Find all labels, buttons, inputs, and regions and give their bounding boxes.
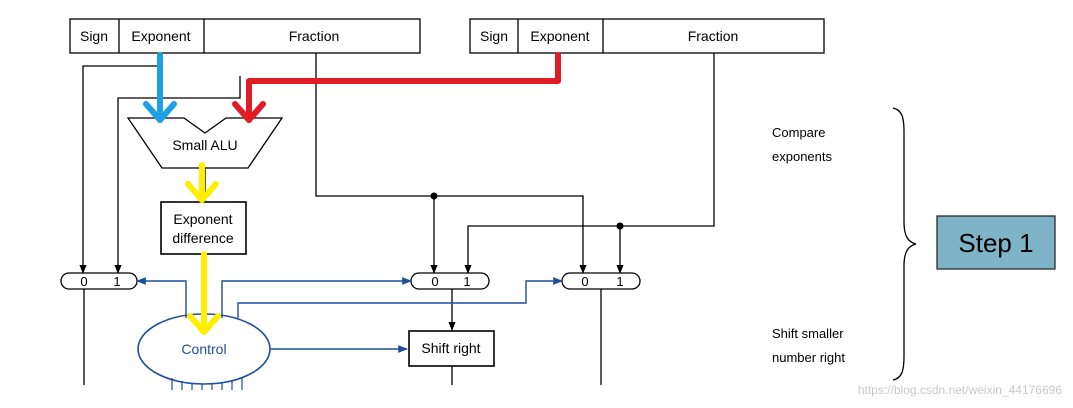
annotation-compare-line1: Compare: [772, 125, 825, 140]
control-to-mux-left: [136, 277, 187, 318]
register-b-exponent: Exponent: [530, 28, 589, 44]
register-b: Sign Exponent Fraction: [469, 18, 825, 54]
step-box: Step 1: [936, 215, 1056, 270]
wire-fraction-b: [464, 53, 715, 274]
watermark-text: https://blog.csdn.net/weixin_44176696: [858, 383, 1062, 397]
wire-exp-a-to-mux-left-0: [79, 65, 158, 274]
annotation-compare-line2: exponents: [772, 149, 832, 164]
annotation-shift-line2: number right: [772, 350, 845, 365]
exponent-difference-line2: difference: [172, 230, 233, 246]
mux-middle: 0 1: [410, 272, 490, 290]
mux-left-in0: 0: [80, 274, 87, 289]
mux-right: 0 1: [561, 272, 641, 290]
register-b-sign: Sign: [480, 28, 508, 44]
difference-arrow-top: [185, 162, 219, 203]
mux-right-in0: 0: [581, 274, 588, 289]
exponent-difference-line1: Exponent: [173, 211, 232, 227]
shift-right-box: Shift right: [408, 330, 495, 367]
mux-middle-in1: 1: [463, 274, 470, 289]
difference-arrow-bottom: [187, 251, 221, 335]
exponent-difference-box: Exponent difference: [160, 201, 247, 255]
annotation-shift-line1: Shift smaller: [772, 326, 844, 341]
shift-right-label: Shift right: [421, 340, 480, 356]
wire-exp-b-to-mux-left-1: [114, 76, 241, 274]
wiring: [79, 53, 715, 385]
mux-left-in1: 1: [113, 274, 120, 289]
small-alu: Small ALU: [126, 117, 284, 169]
register-a-exponent: Exponent: [131, 28, 190, 44]
control-lines: [136, 277, 563, 353]
mux-left: 0 1: [60, 272, 138, 290]
small-alu-label: Small ALU: [172, 137, 237, 153]
control-to-mux-middle: [221, 277, 412, 318]
register-b-fraction: Fraction: [688, 28, 739, 44]
junction-dot: [616, 222, 624, 230]
junction-dot: [430, 192, 438, 200]
wire-fraction-a: [315, 53, 587, 274]
register-a-sign: Sign: [80, 28, 108, 44]
control-to-mux-right: [237, 277, 563, 318]
mux-middle-in0: 0: [431, 274, 438, 289]
control-label: Control: [181, 341, 226, 357]
mux-right-in1: 1: [616, 274, 623, 289]
step-label: Step 1: [958, 228, 1033, 258]
exponent-a-arrow: [143, 52, 177, 123]
curly-brace: [892, 107, 917, 381]
register-a: Sign Exponent Fraction: [69, 18, 421, 54]
exponent-b-arrow: [232, 52, 561, 123]
register-a-fraction: Fraction: [289, 28, 340, 44]
